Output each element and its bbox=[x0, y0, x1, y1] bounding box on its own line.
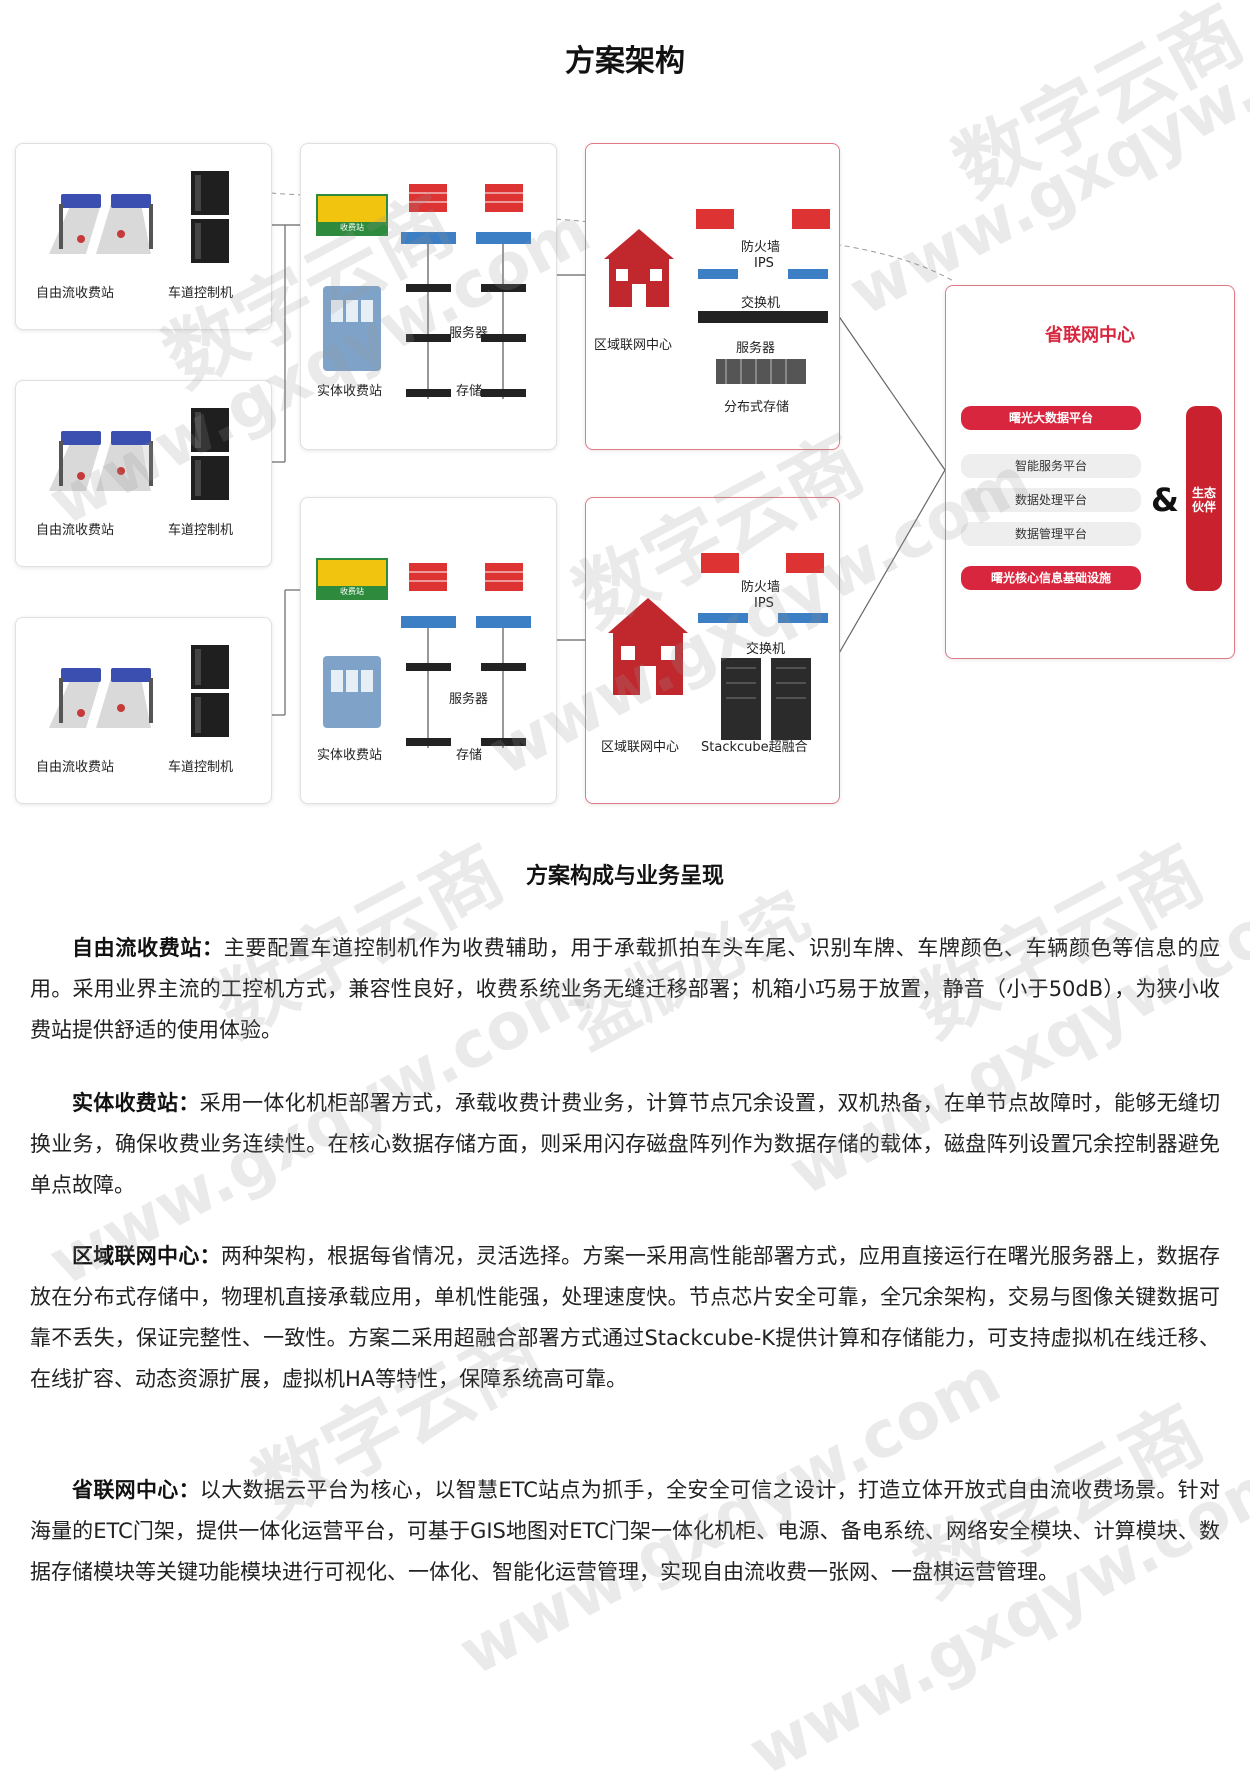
province-center: 省联网中心 曙光大数据平台 智能服务平台 数据处理平台 数据管理平台 曙光核心信… bbox=[945, 285, 1235, 659]
center-equipment-icon bbox=[698, 553, 828, 740]
paragraph-body: 以大数据云平台为核心，以智慧ETC站点为抓手，全安全可信之设计，打造立体开放式自… bbox=[30, 1478, 1220, 1584]
toll-station-group-2: 收费站 服务器 实体收费站 存储 bbox=[300, 497, 557, 804]
building-icon bbox=[608, 598, 688, 695]
paragraph-body: 采用一体化机柜部署方式，承载收费计费业务，计算节点冗余设置，双机热备，在单节点故… bbox=[30, 1091, 1221, 1197]
eco-partner-label: 生态伙伴 bbox=[1191, 486, 1216, 514]
smart-service-platform: 智能服务平台 bbox=[961, 454, 1141, 478]
toll-station-label: 实体收费站 bbox=[317, 384, 383, 399]
paragraph-heading: 省联网中心： bbox=[72, 1478, 200, 1502]
paragraph-heading: 区域联网中心： bbox=[72, 1244, 221, 1268]
paragraph-regional-center: 区域联网中心：两种架构，根据每省情况，灵活选择。方案一采用高性能部署方式，应用直… bbox=[30, 1236, 1220, 1400]
toll-booth-icon bbox=[323, 286, 381, 371]
lane-controller-icon bbox=[191, 408, 229, 500]
firewall-label: 防火墙 bbox=[741, 580, 781, 595]
free-flow-group-3: 自由流收费站 车道控制机 bbox=[15, 617, 272, 804]
regional-center-label: 区域联网中心 bbox=[601, 740, 680, 755]
switch-label: 交换机 bbox=[741, 296, 781, 311]
paragraph-heading: 实体收费站： bbox=[72, 1091, 200, 1115]
paragraph-body: 两种架构，根据每省情况，灵活选择。方案一采用高性能部署方式，应用直接运行在曙光服… bbox=[30, 1244, 1221, 1391]
etc-sign-text: 收费站 bbox=[318, 222, 386, 234]
section-title: 方案构成与业务呈现 bbox=[525, 864, 724, 889]
free-flow-label: 自由流收费站 bbox=[36, 286, 115, 301]
lane-controller-icon bbox=[191, 171, 229, 263]
etc-sign-icon: 收费站 bbox=[316, 558, 388, 600]
ampersand-symbol: & bbox=[1151, 481, 1179, 519]
switch-label: 交换机 bbox=[746, 642, 786, 657]
ips-label: IPS bbox=[754, 256, 774, 271]
lane-controller-icon bbox=[191, 645, 229, 737]
paragraph-toll-station: 实体收费站：采用一体化机柜部署方式，承载收费计费业务，计算节点冗余设置，双机热备… bbox=[30, 1083, 1220, 1206]
firewall-label: 防火墙 bbox=[741, 240, 781, 255]
page-title: 方案架构 bbox=[565, 44, 685, 79]
hci-label: Stackcube超融合 bbox=[701, 740, 808, 755]
core-infrastructure-bar: 曙光核心信息基础设施 bbox=[961, 566, 1141, 590]
server-label: 服务器 bbox=[449, 692, 489, 707]
storage-label: 存储 bbox=[456, 748, 483, 763]
paragraph-heading: 自由流收费站： bbox=[72, 936, 224, 960]
regional-center-2: 防火墙 IPS 交换机 区域联网中心 Stackcube超融合 bbox=[585, 497, 840, 804]
data-management-platform: 数据管理平台 bbox=[961, 522, 1141, 546]
etc-sign-icon: 收费站 bbox=[316, 194, 388, 236]
free-flow-gantry-icon bbox=[49, 668, 153, 728]
eco-partner-bar: 生态伙伴 bbox=[1186, 406, 1222, 591]
storage-label: 存储 bbox=[456, 384, 483, 399]
ips-label: IPS bbox=[754, 596, 774, 611]
province-center-title: 省联网中心 bbox=[1045, 325, 1135, 346]
free-flow-group-1: 自由流收费站 车道控制机 bbox=[15, 143, 272, 330]
server-label: 服务器 bbox=[449, 326, 489, 341]
controller-label: 车道控制机 bbox=[168, 760, 234, 775]
free-flow-gantry-icon bbox=[49, 194, 153, 254]
regional-center-label: 区域联网中心 bbox=[594, 338, 673, 353]
free-flow-gantry-icon bbox=[49, 431, 153, 491]
toll-station-label: 实体收费站 bbox=[317, 748, 383, 763]
building-icon bbox=[604, 229, 674, 307]
free-flow-label: 自由流收费站 bbox=[36, 523, 115, 538]
toll-booth-icon bbox=[323, 656, 381, 728]
rack-equipment-icon bbox=[401, 184, 531, 399]
etc-sign-text: 收费站 bbox=[318, 586, 386, 598]
paragraph-free-flow: 自由流收费站：主要配置车道控制机作为收费辅助，用于承载抓拍车头车尾、识别车牌、车… bbox=[30, 928, 1220, 1051]
server-label: 服务器 bbox=[736, 341, 776, 356]
paragraph-body: 主要配置车道控制机作为收费辅助，用于承载抓拍车头车尾、识别车牌、车牌颜色、车辆颜… bbox=[30, 936, 1221, 1042]
controller-label: 车道控制机 bbox=[168, 523, 234, 538]
free-flow-group-2: 自由流收费站 车道控制机 bbox=[15, 380, 272, 567]
distributed-storage-label: 分布式存储 bbox=[724, 400, 790, 415]
free-flow-label: 自由流收费站 bbox=[36, 760, 115, 775]
regional-center-1: 防火墙 IPS 交换机 服务器 区域联网中心 分布式存储 bbox=[585, 143, 840, 450]
bigdata-platform-bar: 曙光大数据平台 bbox=[961, 406, 1141, 430]
controller-label: 车道控制机 bbox=[168, 286, 234, 301]
rack-equipment-icon bbox=[401, 563, 531, 748]
toll-station-group-1: 收费站 服务器 实体收费站 存储 bbox=[300, 143, 557, 450]
data-processing-platform: 数据处理平台 bbox=[961, 488, 1141, 512]
paragraph-province-center: 省联网中心：以大数据云平台为核心，以智慧ETC站点为抓手，全安全可信之设计，打造… bbox=[30, 1470, 1220, 1593]
center-equipment-icon bbox=[696, 209, 830, 384]
